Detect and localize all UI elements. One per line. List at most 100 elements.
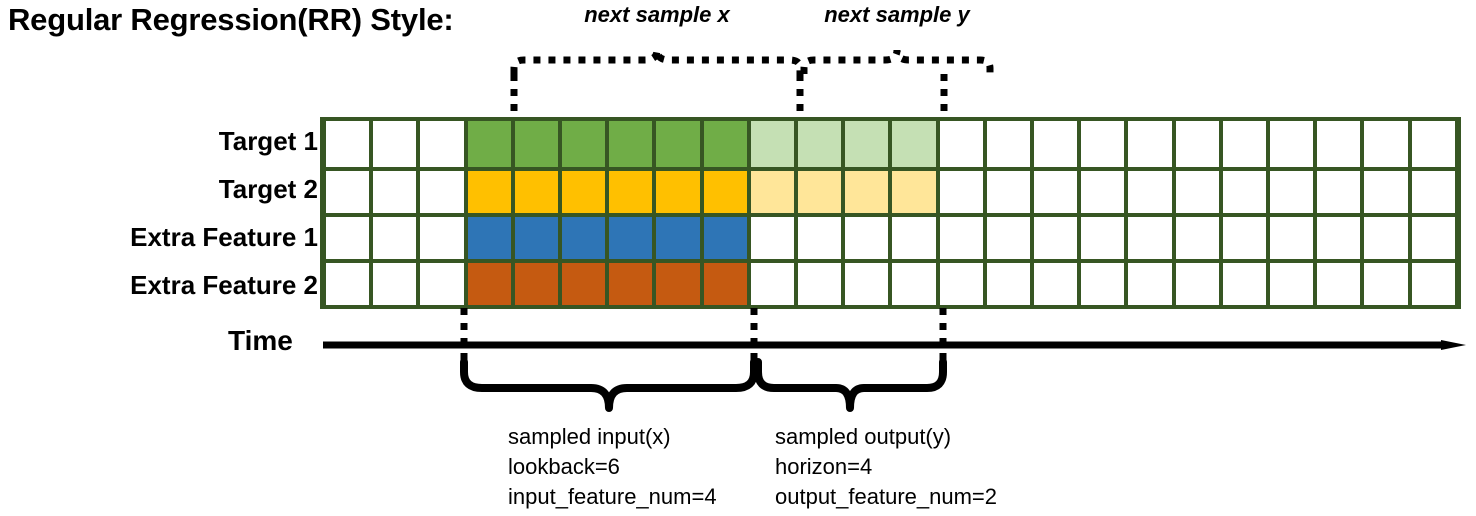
- grid-cell-r3-c17: [1128, 263, 1172, 305]
- grid-cell-r2-c20: [1270, 217, 1314, 259]
- grid-cell-r3-c14: [986, 263, 1031, 305]
- grid-cell-r0-c7: [656, 121, 700, 167]
- grid-cell-r0-c5: [562, 121, 606, 167]
- grid-cell-r0-c21: [1317, 121, 1361, 167]
- grid-cell-r0-c23: [1411, 121, 1455, 167]
- grid-cell-r3-c1: [373, 263, 417, 305]
- grid-cell-r0-c10: [798, 121, 842, 167]
- grid-cell-r3-c15: [1034, 263, 1078, 305]
- grid-cell-r3-c0: [326, 263, 370, 305]
- time-axis-arrow: [323, 340, 1466, 350]
- grid-cell-r1-c5: [562, 171, 606, 213]
- grid-cell-r0-c20: [1270, 121, 1314, 167]
- grid-cell-r3-c10: [798, 263, 842, 305]
- grid-cell-r0-c6: [609, 121, 653, 167]
- grid-cell-r2-c0: [326, 217, 370, 259]
- grid-cell-r1-c15: [1034, 171, 1078, 213]
- grid-cell-r0-c19: [1222, 121, 1267, 167]
- sampled-output-line-1: sampled output(y): [775, 424, 952, 449]
- grid-cell-r3-c19: [1222, 263, 1267, 305]
- grid-cell-r2-c23: [1411, 217, 1455, 259]
- grid-cell-r0-c8: [703, 121, 747, 167]
- grid-cell-r3-c7: [656, 263, 700, 305]
- grid-cell-r1-c6: [609, 171, 653, 213]
- grid-cell-r0-c22: [1364, 121, 1408, 167]
- grid-cell-r0-c3: [467, 121, 511, 167]
- grid-cell-r2-c6: [609, 217, 653, 259]
- grid-cell-r1-c9: [750, 171, 795, 213]
- grid-cell-r2-c11: [845, 217, 889, 259]
- grid-cell-r1-c13: [939, 171, 983, 213]
- grid-cell-r2-c2: [420, 217, 464, 259]
- time-axis-label: Time: [228, 325, 293, 356]
- grid-cell-r1-c14: [986, 171, 1031, 213]
- grid-cell-r1-c11: [845, 171, 889, 213]
- grid-cell-r2-c15: [1034, 217, 1078, 259]
- grid-cell-r1-c7: [656, 171, 700, 213]
- grid-cell-r3-c11: [845, 263, 889, 305]
- grid-cell-r2-c3: [467, 217, 511, 259]
- grid-cell-r2-c4: [514, 217, 559, 259]
- grid-cell-r3-c13: [939, 263, 983, 305]
- grid-cell-r0-c9: [750, 121, 795, 167]
- grid-row-extra-feature-2: [324, 259, 1457, 305]
- grid-cell-r0-c13: [939, 121, 983, 167]
- grid-cell-r2-c8: [703, 217, 747, 259]
- grid-cell-r2-c14: [986, 217, 1031, 259]
- grid-cell-r2-c18: [1175, 217, 1219, 259]
- annotation-next-sample-x: next sample x: [584, 2, 730, 27]
- grid-cell-r3-c23: [1411, 263, 1455, 305]
- grid-cell-r0-c0: [326, 121, 370, 167]
- grid-cell-r0-c4: [514, 121, 559, 167]
- grid-cell-r2-c17: [1128, 217, 1172, 259]
- row-label-target-2: Target 2: [218, 174, 318, 204]
- row-label-extra-feature-2: Extra Feature 2: [130, 270, 318, 300]
- grid-cell-r3-c16: [1081, 263, 1125, 305]
- grid-cell-r3-c22: [1364, 263, 1408, 305]
- grid-cell-r2-c19: [1222, 217, 1267, 259]
- annotation-next-sample-y: next sample y: [824, 2, 970, 27]
- annotation-sampled-input: sampled input(x) lookback=6 input_featur…: [508, 422, 717, 512]
- grid-row-target-2: [324, 167, 1457, 213]
- grid-cell-r3-c12: [892, 263, 936, 305]
- grid-cell-r1-c17: [1128, 171, 1172, 213]
- grid-cell-r2-c12: [892, 217, 936, 259]
- grid-cell-r2-c5: [562, 217, 606, 259]
- grid-cell-r3-c21: [1317, 263, 1361, 305]
- grid-cell-r1-c2: [420, 171, 464, 213]
- grid-cell-r2-c16: [1081, 217, 1125, 259]
- grid-cell-r0-c2: [420, 121, 464, 167]
- sampled-output-line-3: output_feature_num=2: [775, 484, 998, 509]
- sampled-output-line-2: horizon=4: [775, 454, 873, 479]
- grid-row-target-1: [324, 121, 1457, 167]
- grid-cell-r3-c2: [420, 263, 464, 305]
- grid-cell-r1-c16: [1081, 171, 1125, 213]
- grid-cell-r1-c10: [798, 171, 842, 213]
- grid-cell-r3-c20: [1270, 263, 1314, 305]
- grid-cell-r1-c4: [514, 171, 559, 213]
- grid-cell-r1-c18: [1175, 171, 1219, 213]
- grid-cell-r1-c20: [1270, 171, 1314, 213]
- grid-cell-r1-c3: [467, 171, 511, 213]
- timeseries-grid: [320, 117, 1461, 309]
- grid-cell-r3-c8: [703, 263, 747, 305]
- grid-cell-r0-c17: [1128, 121, 1172, 167]
- grid-cell-r0-c1: [373, 121, 417, 167]
- grid-cell-r3-c5: [562, 263, 606, 305]
- grid-cell-r2-c22: [1364, 217, 1408, 259]
- grid-cell-r1-c12: [892, 171, 936, 213]
- grid-cell-r2-c13: [939, 217, 983, 259]
- grid-cell-r0-c15: [1034, 121, 1078, 167]
- sampled-input-line-3: input_feature_num=4: [508, 484, 717, 509]
- grid-cell-r0-c14: [986, 121, 1031, 167]
- grid-cell-r3-c3: [467, 263, 511, 305]
- grid-cell-r0-c12: [892, 121, 936, 167]
- grid-cell-r3-c9: [750, 263, 795, 305]
- row-label-target-1: Target 1: [218, 126, 318, 156]
- grid-cell-r2-c7: [656, 217, 700, 259]
- grid-cell-r1-c23: [1411, 171, 1455, 213]
- grid-cell-r2-c21: [1317, 217, 1361, 259]
- grid-cell-r0-c11: [845, 121, 889, 167]
- sampled-input-line-2: lookback=6: [508, 454, 620, 479]
